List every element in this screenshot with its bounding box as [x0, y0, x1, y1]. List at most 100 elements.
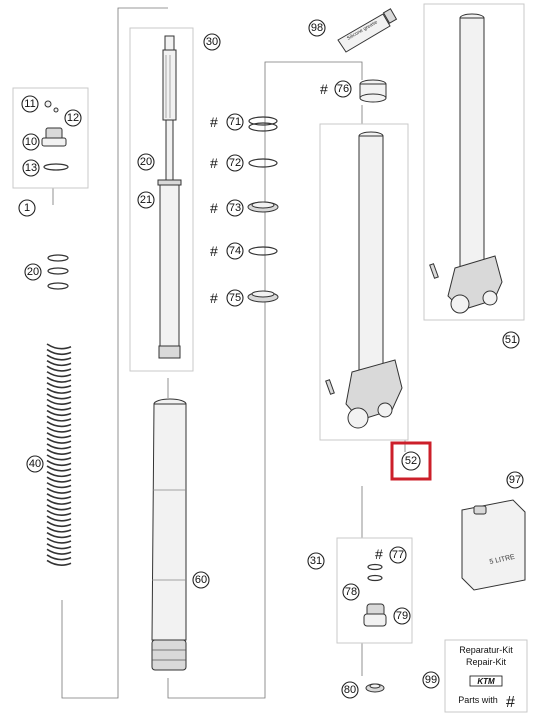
- svg-text:74: 74: [229, 245, 241, 257]
- hash-marks: # # # # # # #: [210, 81, 383, 562]
- highlight-box-52[interactable]: [390, 441, 432, 481]
- spring-coil: [46, 443, 72, 450]
- svg-text:1: 1: [24, 202, 30, 214]
- spring-coil: [46, 393, 72, 400]
- repair-kit-box: [444, 639, 528, 713]
- svg-text:71: 71: [229, 116, 241, 128]
- spring-coil: [46, 526, 72, 533]
- callout-97[interactable]: 97: [506, 471, 524, 489]
- svg-text:98: 98: [311, 22, 323, 34]
- spring-coil: [46, 354, 72, 361]
- spring-coil: [46, 554, 72, 561]
- spring-coil: [46, 365, 72, 372]
- callout-77[interactable]: 77: [389, 546, 407, 564]
- callout-40[interactable]: 40: [26, 455, 44, 473]
- outer-fork-tube: [325, 131, 403, 429]
- callout-11[interactable]: 11: [21, 95, 39, 113]
- svg-text:21: 21: [140, 194, 152, 206]
- hash-74: #: [210, 243, 218, 259]
- callout-78[interactable]: 78: [342, 583, 360, 601]
- repair-kit-footer: Parts with: [458, 695, 498, 705]
- inner-fork-tube: [151, 398, 187, 671]
- svg-text:72: 72: [229, 157, 241, 169]
- callout-75[interactable]: 75: [226, 289, 244, 307]
- spring-coil: [46, 487, 72, 494]
- spring-coil: [46, 371, 72, 378]
- callout-12[interactable]: 12: [64, 109, 82, 127]
- spring-coil: [46, 520, 72, 528]
- svg-text:31: 31: [310, 555, 322, 567]
- spring-coil: [46, 482, 72, 489]
- svg-text:52: 52: [405, 455, 417, 467]
- damper-cartridge-frame: [129, 27, 194, 372]
- callout-30[interactable]: 30: [203, 33, 221, 51]
- svg-text:78: 78: [345, 586, 357, 598]
- callout-31[interactable]: 31: [307, 552, 325, 570]
- hash-72: #: [210, 155, 218, 171]
- callout-13[interactable]: 13: [22, 159, 40, 177]
- grease-tube: Silicone grease: [337, 8, 398, 53]
- svg-text:76: 76: [337, 83, 349, 95]
- spring-coil: [46, 515, 72, 522]
- svg-text:73: 73: [229, 202, 241, 214]
- callout-99[interactable]: 99: [422, 671, 440, 689]
- damper-cartridge: [157, 35, 182, 359]
- callout-76[interactable]: 76: [334, 80, 352, 98]
- callout-1[interactable]: 1: [18, 199, 36, 217]
- spring-coil: [46, 498, 72, 505]
- spring-coil: [46, 359, 72, 367]
- svg-text:51: 51: [505, 334, 517, 346]
- valve-parts: [363, 563, 387, 693]
- spring-coil: [46, 448, 72, 455]
- callout-60[interactable]: 60: [192, 571, 210, 589]
- svg-text:80: 80: [344, 684, 356, 696]
- oil-can: 5 LITRE: [461, 499, 526, 591]
- callout-80[interactable]: 80: [341, 681, 359, 699]
- spring-coil: [46, 470, 72, 478]
- callout-51[interactable]: 51: [502, 331, 520, 349]
- seal-rings: [247, 79, 387, 303]
- hash-75: #: [210, 290, 218, 306]
- callout-79[interactable]: 79: [393, 607, 411, 625]
- spring-coil: [46, 543, 72, 550]
- fork-spring: [46, 343, 72, 566]
- callout-73[interactable]: 73: [226, 199, 244, 217]
- spring-coil: [46, 404, 72, 411]
- spring-coil: [46, 454, 72, 461]
- callout-21[interactable]: 21: [137, 191, 155, 209]
- svg-text:75: 75: [229, 292, 241, 304]
- spring-coil: [46, 421, 72, 428]
- svg-text:20: 20: [140, 156, 152, 168]
- spring-coil: [46, 432, 72, 439]
- outer-tube-frame: [319, 123, 409, 441]
- spring-coil: [46, 426, 72, 433]
- hash-77: #: [375, 546, 383, 562]
- callout-72[interactable]: 72: [226, 154, 244, 172]
- spring-coil: [46, 348, 72, 356]
- svg-text:13: 13: [25, 162, 37, 174]
- repair-kit-hash: #: [506, 694, 515, 711]
- ktm-logo-frame: [469, 675, 503, 687]
- callout-10[interactable]: 10: [22, 133, 40, 151]
- spring-coil: [46, 532, 72, 539]
- outer-tube-assembly-frame: [423, 3, 525, 321]
- callout-20-cartridge[interactable]: 20: [137, 153, 155, 171]
- part-callouts: 11 12 10 13 1 20 40 30 20 21 60 71 72 73…: [18, 19, 524, 699]
- hash-71: #: [210, 114, 218, 130]
- outer-fork-tube-assembly: [429, 13, 503, 314]
- callout-71[interactable]: 71: [226, 113, 244, 131]
- svg-text:77: 77: [392, 549, 404, 561]
- ktm-logo: KTM: [477, 677, 495, 686]
- spring-coil: [46, 559, 72, 566]
- spring-coil: [46, 465, 72, 472]
- spring-coil: [46, 476, 72, 483]
- spring-coil: [46, 437, 72, 444]
- callout-52[interactable]: 52: [401, 451, 421, 471]
- svg-text:10: 10: [25, 136, 37, 148]
- svg-text:12: 12: [67, 112, 79, 124]
- callout-98[interactable]: 98: [308, 19, 326, 37]
- callout-74[interactable]: 74: [226, 242, 244, 260]
- spring-coil: [46, 398, 72, 406]
- callout-20-shims[interactable]: 20: [24, 263, 42, 281]
